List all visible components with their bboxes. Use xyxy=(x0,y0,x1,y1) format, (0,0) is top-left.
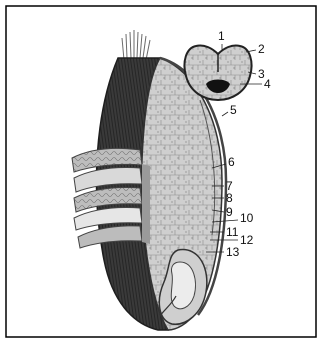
label-6: 6 xyxy=(228,155,235,169)
peeled-layers xyxy=(72,148,150,248)
label-12: 12 xyxy=(240,233,254,247)
cross-section-inset xyxy=(184,45,251,100)
label-8: 8 xyxy=(226,191,233,205)
label-4: 4 xyxy=(264,77,271,91)
label-10: 10 xyxy=(240,211,254,225)
label-2: 2 xyxy=(258,42,265,56)
brush-hairs xyxy=(122,30,150,60)
label-1: 1 xyxy=(218,29,225,43)
label-13: 13 xyxy=(226,245,240,259)
label-5: 5 xyxy=(230,103,237,117)
label-9: 9 xyxy=(226,205,233,219)
label-11: 11 xyxy=(226,225,239,239)
